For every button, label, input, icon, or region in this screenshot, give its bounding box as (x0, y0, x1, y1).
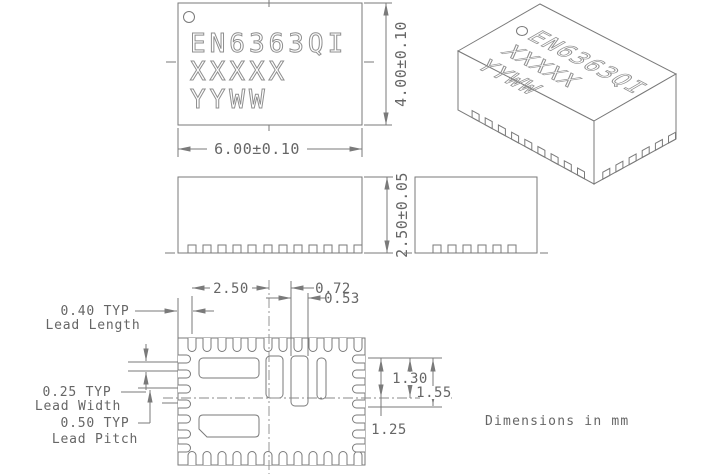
lead-length-label: Lead Length (46, 318, 141, 333)
marking-line2: XXXXX (190, 57, 288, 87)
dim-center-to-pad-text: 0.72 (315, 281, 351, 297)
end-side-view (404, 176, 548, 254)
callout-lead-length: 0.40 TYP Lead Length (46, 304, 214, 333)
callout-lead-width: 0.25 TYP Lead Width (35, 344, 178, 414)
lead-pitch-label: Lead Pitch (52, 432, 138, 447)
marking-line3: YYWW (190, 85, 269, 115)
bottom-view: 2.50 0.72 0.53 0.40 TYP Lead Length 0.25… (35, 280, 452, 474)
lead-width-value: 0.25 TYP (42, 385, 111, 400)
pad-right-tall (290, 355, 309, 407)
top-view: EN6363QI XXXXX YYWW 4.00±0.10 6.00±0.10 (166, 0, 410, 158)
isometric-view: EN6363QI XXXXX YYWW (456, 3, 678, 185)
pad-lower-left (198, 414, 260, 438)
pad-right-narrow (316, 357, 327, 400)
front-side-view: 2.50±0.05 (165, 172, 411, 258)
dim-body-length-text: 4.00±0.10 (392, 21, 410, 107)
dim-lead-to-center-text: 2.50 (213, 281, 249, 297)
dim-pad-height1-text: 1.30 (392, 371, 428, 387)
dim-body-width-text: 6.00±0.10 (214, 140, 300, 158)
package-body-end (414, 176, 538, 254)
dim-body-width: 6.00±0.10 (177, 128, 363, 158)
dim-body-height-text: 2.50±0.05 (393, 172, 411, 258)
dim-pad-width-text: 0.53 (324, 291, 360, 307)
dim-body-length: 4.00±0.10 (364, 2, 410, 126)
callout-lead-pitch: 0.50 TYP Lead Pitch (52, 387, 178, 447)
dim-top-rows: 2.50 0.72 0.53 (177, 281, 360, 356)
dim-pad-height2-text: 1.55 (416, 385, 452, 401)
pin1-marker-icon (183, 11, 195, 23)
lead-width-label: Lead Width (35, 399, 121, 414)
iso-castellations (471, 109, 676, 181)
marking-line1: EN6363QI (190, 29, 347, 59)
bottom-pads (198, 355, 327, 438)
dim-pad-height3-text: 1.25 (371, 422, 407, 438)
units-note: Dimensions in mm (485, 414, 629, 429)
package-body-front (177, 176, 363, 254)
package-body-top (177, 2, 363, 126)
dim-body-height: 2.50±0.05 (364, 172, 411, 258)
iso-pin1-marker-icon (516, 26, 528, 36)
dim-right-side: 1.30 1.55 1.25 (368, 357, 452, 438)
pad-upper-left (198, 357, 260, 379)
lead-pitch-value: 0.50 TYP (60, 416, 129, 431)
lead-length-value: 0.40 TYP (60, 304, 129, 319)
